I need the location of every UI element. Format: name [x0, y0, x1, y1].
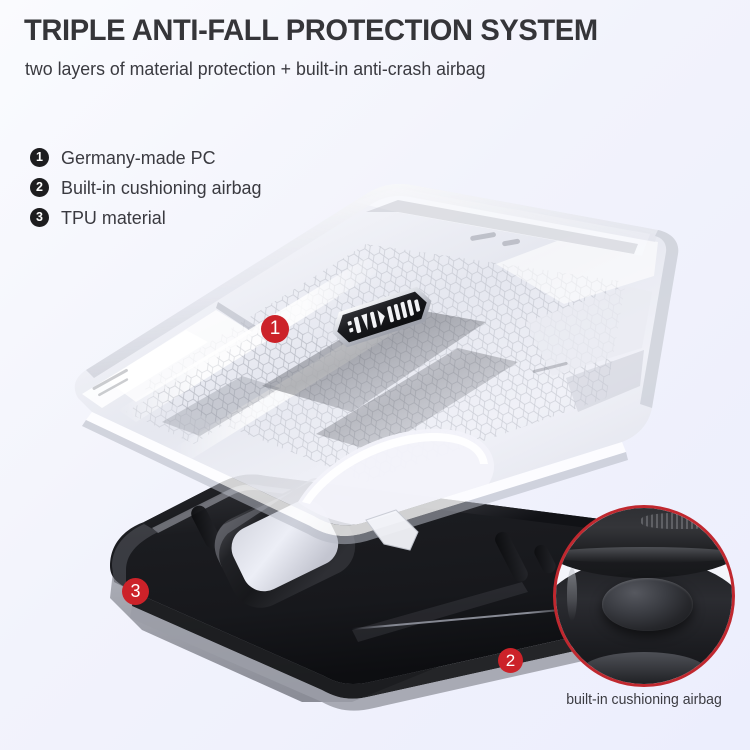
- feature-legend-list: 1 Germany-made PC 2 Built-in cushioning …: [30, 143, 268, 233]
- page-title: TRIPLE ANTI-FALL PROTECTION SYSTEM: [24, 14, 598, 47]
- airbag-left-highlight: [566, 567, 578, 621]
- transparent-pc-back-shell: [66, 172, 686, 551]
- legend-label-2: Built-in cushioning airbag: [61, 176, 262, 198]
- callout-marker-1: 1: [261, 315, 289, 343]
- callout-marker-3: 3: [122, 578, 149, 605]
- brand-logo-badge: [326, 281, 438, 353]
- airbag-groove: [556, 546, 732, 563]
- airbag-top-band: [556, 508, 732, 579]
- list-item: 3 TPU material: [30, 203, 268, 232]
- legend-label-3: TPU material: [61, 206, 166, 228]
- legend-bullet-3: 3: [30, 208, 49, 227]
- airbag-bottom-highlight: [580, 652, 708, 684]
- magnifier-detail-circle: [553, 505, 735, 687]
- callout-marker-2: 2: [498, 648, 523, 673]
- magnifier-content: [556, 508, 732, 684]
- cushioning-airbag-pad: [601, 578, 694, 632]
- magnifier-caption: built-in cushioning airbag: [566, 692, 722, 708]
- list-item: 2 Built-in cushioning airbag: [30, 173, 268, 202]
- legend-bullet-2: 2: [30, 178, 49, 197]
- legend-bullet-1: 1: [30, 148, 49, 167]
- page-subtitle: two layers of material protection + buil…: [25, 58, 486, 79]
- airbag-texture-dots: [640, 513, 722, 530]
- legend-label-1: Germany-made PC: [61, 146, 216, 168]
- list-item: 1 Germany-made PC: [30, 143, 268, 172]
